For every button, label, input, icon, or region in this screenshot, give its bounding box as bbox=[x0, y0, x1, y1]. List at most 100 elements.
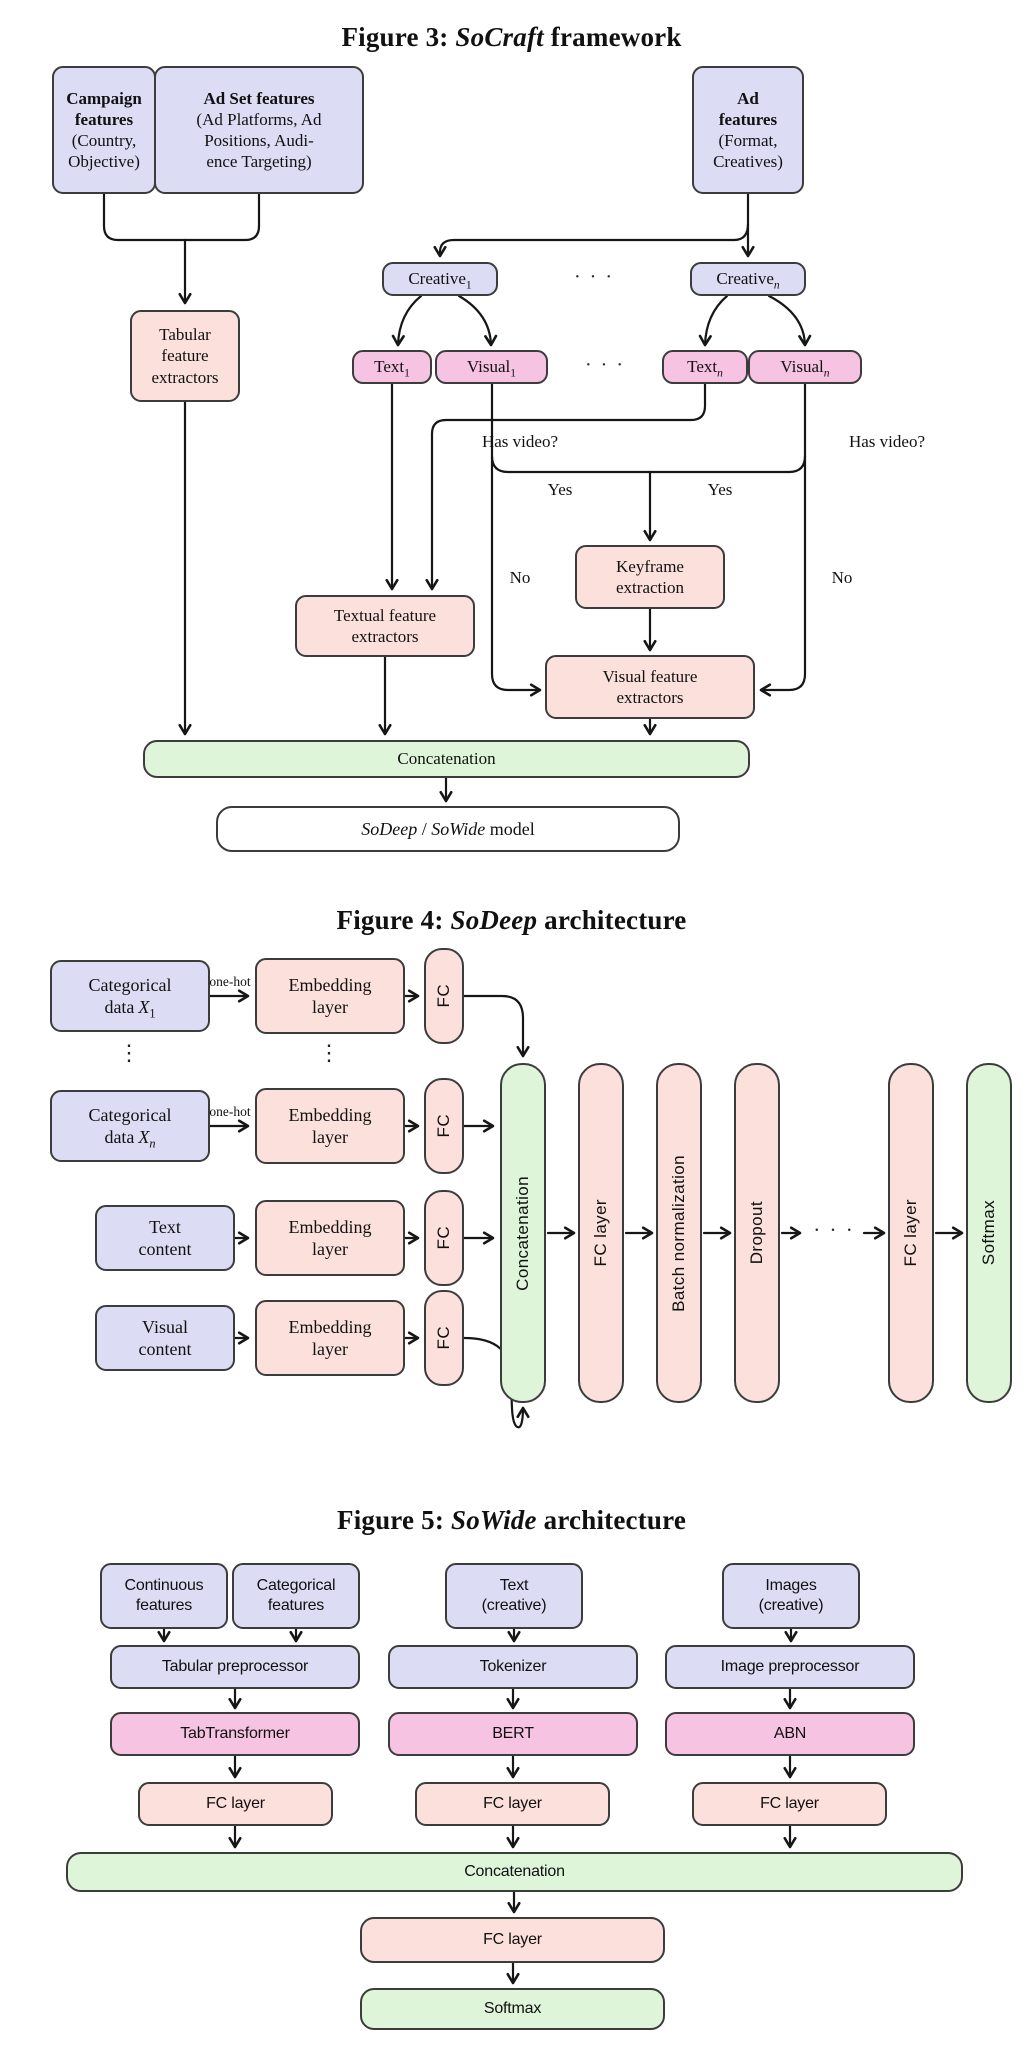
figure3-title: Figure 3: SoCraft framework bbox=[341, 22, 682, 52]
text-n-label: Text bbox=[687, 357, 718, 377]
images-creative-label: Images (creative) bbox=[758, 1577, 824, 1614]
line-visual1-yes-rail bbox=[490, 454, 652, 474]
node-concatenation-fig3: Concatenation bbox=[143, 740, 750, 778]
one-hot-label-1: one-hot bbox=[209, 974, 251, 989]
fc-2-label: FC bbox=[434, 1114, 454, 1138]
node-text-creative: Text (creative) bbox=[445, 1563, 583, 1629]
node-pipeline-fc-layer-2: FC layer bbox=[888, 1063, 934, 1403]
continuous-features-label: Continuous features bbox=[124, 1577, 204, 1614]
dots-creatives: · · · bbox=[574, 266, 614, 288]
node-pipeline-softmax: Softmax bbox=[966, 1063, 1012, 1403]
node-ad-features: Ad features (Format, Creatives) bbox=[692, 66, 804, 194]
node-embedding-layer-1: Embedding layer bbox=[255, 958, 405, 1034]
node-keyframe-extraction: Keyframe extraction bbox=[575, 545, 725, 609]
no-left-label: No bbox=[509, 568, 531, 587]
has-video-right-label: Has video? bbox=[848, 432, 925, 451]
node-fc-1: FC bbox=[424, 948, 464, 1044]
concatenation-fig5-label: Concatenation bbox=[464, 1863, 565, 1880]
node-fc-layer-col1: FC layer bbox=[138, 1782, 333, 1826]
tabular-extractors-label: Tabular feature extractors bbox=[151, 325, 219, 387]
ad-features-sublabel: (Format, Creatives) bbox=[713, 131, 783, 172]
fc-layer-col1-label: FC layer bbox=[206, 1795, 265, 1812]
text-content-label: Text content bbox=[138, 1216, 192, 1260]
node-images-creative: Images (creative) bbox=[722, 1563, 860, 1629]
embedding-3-label: Embedding layer bbox=[288, 1216, 372, 1260]
node-visual-extractors: Visual feature extractors bbox=[545, 655, 755, 719]
line-visual1-no-branch bbox=[490, 382, 542, 697]
node-fc-4: FC bbox=[424, 1290, 464, 1386]
arrow-campaign-merge bbox=[102, 192, 187, 242]
node-visual-n: Visualn bbox=[748, 350, 862, 384]
node-softmax-fig5: Softmax bbox=[360, 1988, 665, 2030]
no-right-label: No bbox=[831, 568, 853, 587]
bert-label: BERT bbox=[492, 1725, 534, 1742]
node-text-1: Text1 bbox=[352, 350, 432, 384]
line-visualn-yes-rail bbox=[648, 454, 807, 474]
pipeline-fc-layer-1-label: FC layer bbox=[591, 1199, 611, 1267]
node-creative-1: Creative1 bbox=[382, 262, 498, 296]
tabular-preprocessor-label: Tabular preprocessor bbox=[161, 1658, 309, 1675]
arrow-creativen-to-textn bbox=[698, 294, 729, 347]
pipeline-concatenation-label: Concatenation bbox=[513, 1175, 533, 1291]
node-pipeline-batch-norm: Batch normalization bbox=[656, 1063, 702, 1403]
arrow-creative1-to-text1 bbox=[391, 294, 423, 347]
arrow-fc1-to-concat-top bbox=[462, 994, 530, 1058]
dots-text-visual: · · · bbox=[585, 354, 625, 376]
adset-features-label: Ad Set features bbox=[203, 88, 315, 108]
node-embedding-layer-2: Embedding layer bbox=[255, 1088, 405, 1164]
campaign-features-sublabel: (Country, Objective) bbox=[68, 131, 140, 172]
node-tabular-preprocessor: Tabular preprocessor bbox=[110, 1645, 360, 1689]
node-fc-layer-col3: FC layer bbox=[692, 1782, 887, 1826]
categorical-1-line1: Categorical bbox=[88, 974, 172, 995]
fc-layer-final-label: FC layer bbox=[483, 1931, 542, 1948]
node-bert: BERT bbox=[388, 1712, 638, 1756]
node-adset-features: Ad Set features (Ad Platforms, Ad Positi… bbox=[154, 66, 364, 194]
figure5-title: Figure 5: SoWide architecture bbox=[337, 1505, 686, 1535]
dots-pipeline: · · · bbox=[813, 1218, 855, 1242]
image-preprocessor-label: Image preprocessor bbox=[720, 1658, 860, 1675]
node-pipeline-concatenation: Concatenation bbox=[500, 1063, 546, 1403]
node-visual-1: Visual1 bbox=[435, 350, 548, 384]
adset-features-sublabel: (Ad Platforms, Ad Positions, Audi- ence … bbox=[196, 109, 322, 172]
categorical-features-label: Categorical features bbox=[256, 1577, 336, 1614]
embedding-4-label: Embedding layer bbox=[288, 1316, 372, 1360]
model-label: SoDeep / SoWide model bbox=[361, 818, 535, 839]
has-video-left-label: Has video? bbox=[481, 432, 558, 451]
keyframe-extraction-label: Keyframe extraction bbox=[616, 556, 684, 597]
node-sodeep-sowide-model: SoDeep / SoWide model bbox=[216, 806, 680, 852]
node-continuous-features: Continuous features bbox=[100, 1563, 228, 1629]
arrow-creative1-to-visual1 bbox=[457, 294, 498, 347]
node-text-n: Textn bbox=[662, 350, 748, 384]
arrow-creativen-to-visualn bbox=[767, 294, 812, 347]
fc-layer-col3-label: FC layer bbox=[760, 1795, 819, 1812]
campaign-features-label: Campaign features bbox=[66, 88, 142, 129]
pipeline-softmax-label: Softmax bbox=[979, 1200, 999, 1266]
node-text-content: Text content bbox=[95, 1205, 235, 1271]
categorical-n-line1: Categorical bbox=[88, 1104, 172, 1125]
node-fc-layer-col2: FC layer bbox=[415, 1782, 610, 1826]
fc-3-label: FC bbox=[434, 1226, 454, 1250]
text-1-label: Text bbox=[374, 357, 405, 377]
visual-extractors-label: Visual feature extractors bbox=[602, 666, 698, 707]
creative-1-label: Creative bbox=[408, 269, 466, 289]
node-fc-3: FC bbox=[424, 1190, 464, 1286]
visual-n-label: Visual bbox=[780, 357, 824, 377]
ad-features-label: Ad features bbox=[718, 88, 778, 129]
node-image-preprocessor: Image preprocessor bbox=[665, 1645, 915, 1689]
creative-n-label: Creative bbox=[716, 269, 774, 289]
node-pipeline-dropout: Dropout bbox=[734, 1063, 780, 1403]
vdots-embedding: ⋮ bbox=[318, 1040, 342, 1065]
tabtransformer-label: TabTransformer bbox=[180, 1725, 290, 1742]
pipeline-batch-norm-label: Batch normalization bbox=[669, 1154, 689, 1312]
node-concatenation-fig5: Concatenation bbox=[66, 1852, 963, 1892]
yes-right-label: Yes bbox=[707, 480, 733, 499]
abn-label: ABN bbox=[773, 1725, 807, 1742]
node-pipeline-fc-layer-1: FC layer bbox=[578, 1063, 624, 1403]
node-tabtransformer: TabTransformer bbox=[110, 1712, 360, 1756]
softmax-fig5-label: Softmax bbox=[483, 2000, 542, 2017]
